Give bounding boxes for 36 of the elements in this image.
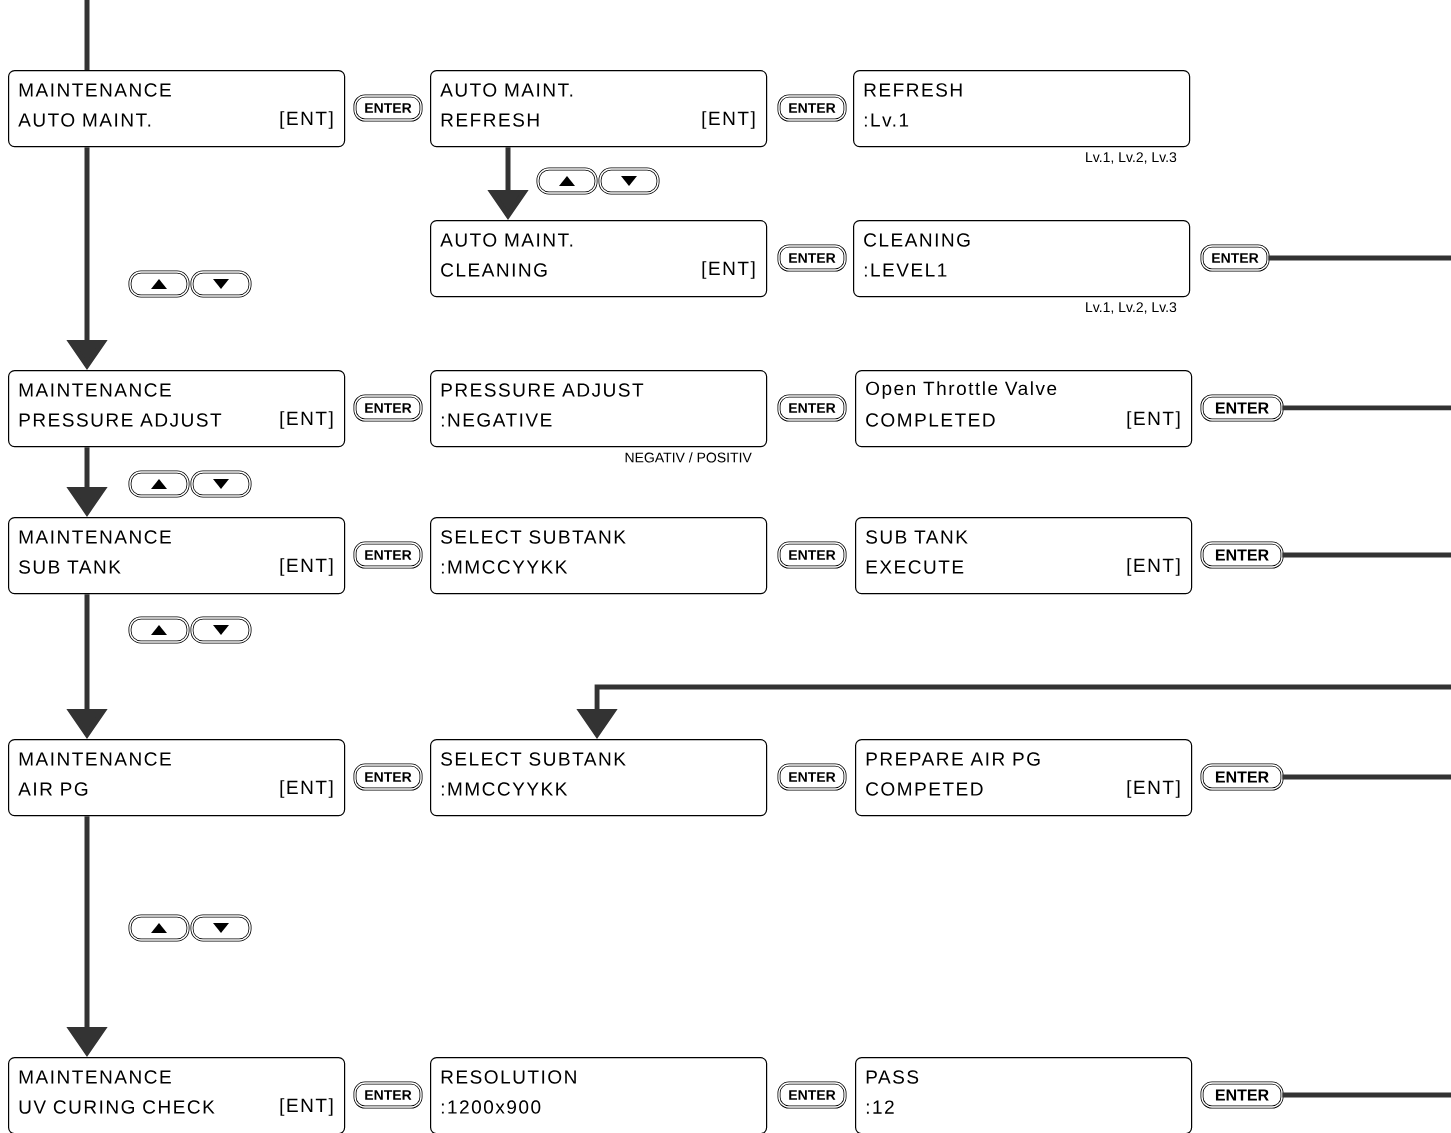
display-box: MAINTENANCE PRESSURE ADJUST [ENT]: [8, 370, 346, 448]
display-box: MAINTENANCE AUTO MAINT. [ENT]: [8, 70, 346, 148]
enter-key: ENTER: [777, 94, 847, 122]
display-box: PASS :12: [855, 1057, 1193, 1133]
display-box: SELECT SUBTANK :MMCCYYKK: [430, 517, 768, 595]
enter-key: ENTER: [353, 394, 423, 422]
enter-key: ENTER: [353, 1081, 423, 1109]
enter-key: ENTER: [353, 94, 423, 122]
display-box: MAINTENANCE SUB TANK [ENT]: [8, 517, 346, 595]
display-box: Open Throttle Valve COMPLETED [ENT]: [855, 370, 1193, 448]
display-box: CLEANING :LEVEL1: [853, 220, 1191, 298]
display-box: AUTO MAINT. CLEANING [ENT]: [430, 220, 768, 298]
display-box: AUTO MAINT. REFRESH [ENT]: [430, 70, 768, 148]
enter-key: ENTER: [1200, 394, 1284, 422]
enter-key: ENTER: [1200, 244, 1270, 272]
enter-key: ENTER: [353, 763, 423, 791]
option-note: Lv.1, Lv.2, Lv.3: [1086, 302, 1177, 314]
display-box: MAINTENANCE UV CURING CHECK [ENT]: [8, 1057, 346, 1133]
option-note: NEGATIV / POSITIV: [625, 452, 752, 463]
option-note: Lv.1, Lv.2, Lv.3: [1086, 152, 1177, 164]
enter-key: ENTER: [1200, 763, 1284, 791]
display-box: PRESSURE ADJUST :NEGATIVE: [430, 370, 768, 448]
enter-key: ENTER: [777, 244, 847, 272]
enter-key: ENTER: [777, 763, 847, 791]
enter-key: ENTER: [1200, 1081, 1284, 1109]
display-box: PREPARE AIR PG COMPETED [ENT]: [855, 739, 1193, 817]
enter-key: ENTER: [353, 541, 423, 569]
enter-key: ENTER: [1200, 541, 1284, 569]
display-box: REFRESH :Lv.1: [853, 70, 1191, 148]
enter-key: ENTER: [777, 1081, 847, 1109]
enter-key: ENTER: [777, 541, 847, 569]
display-box: MAINTENANCE AIR PG [ENT]: [8, 739, 346, 817]
enter-key: ENTER: [777, 394, 847, 422]
display-box: SUB TANK EXECUTE [ENT]: [855, 517, 1193, 595]
display-box: RESOLUTION :1200x900: [430, 1057, 768, 1133]
display-box: SELECT SUBTANK :MMCCYYKK: [430, 739, 768, 817]
